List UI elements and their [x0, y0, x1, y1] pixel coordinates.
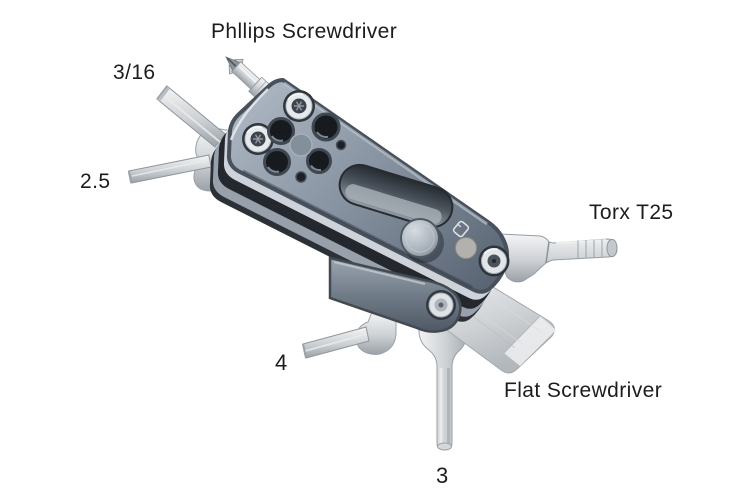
bottom-pivot-arm [328, 256, 462, 333]
hex-key-4 [302, 311, 397, 359]
tail-screw [478, 245, 510, 277]
center-boss [289, 133, 313, 157]
body-details [242, 90, 510, 277]
label-torx-t25: Torx T25 [589, 201, 674, 224]
bit-holes [263, 112, 347, 183]
label-hex-4: 4 [275, 350, 288, 375]
hex-key-3-16 [156, 85, 226, 148]
head-screw-left [242, 123, 274, 155]
hex-key-3 [418, 311, 468, 451]
label-hex-2-5: 2.5 [80, 170, 111, 193]
multitool-body [226, 78, 510, 294]
label-hex-3: 3 [436, 463, 449, 488]
label-hex-3-16: 3/16 [113, 61, 156, 84]
label-phillips-screwdriver: Phllips Screwdriver [211, 20, 398, 43]
label-flat-screwdriver: Flat Screwdriver [504, 379, 663, 402]
pivot-screw [426, 290, 456, 320]
head-screw-top [283, 90, 315, 122]
magnet-disc [455, 237, 477, 259]
slider-knob [400, 218, 444, 263]
brand-logo-icon [452, 220, 470, 238]
slider-slot [338, 163, 454, 229]
torx-t25-bit [499, 233, 618, 283]
